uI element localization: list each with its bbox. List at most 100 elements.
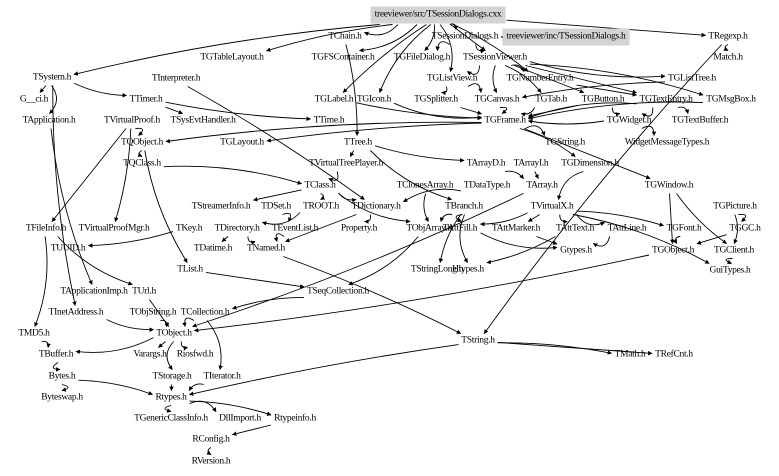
graph-node[interactable]: TVirtualX.h [530, 201, 574, 212]
graph-node[interactable]: TGFrame.h [484, 115, 526, 126]
graph-node[interactable]: TObjString.h [129, 307, 177, 318]
graph-node[interactable]: treeviewer/src/TSessionDialogs.cxx [370, 6, 506, 24]
graph-node[interactable]: TEventList.h [271, 223, 319, 234]
graph-node[interactable]: TString.h [461, 335, 495, 346]
graph-node[interactable]: TGDimension.h [561, 158, 619, 169]
graph-node[interactable]: TTime.h [313, 115, 345, 126]
graph-node[interactable]: TFileInfo.h [25, 223, 67, 234]
graph-node[interactable]: TGLayout.h [220, 137, 264, 148]
graph-node[interactable]: TBranch.h [445, 201, 483, 212]
graph-node[interactable]: RConfig.h [192, 434, 230, 445]
graph-node[interactable]: TGString.h [544, 137, 586, 148]
graph-node[interactable]: DllImport.h [219, 413, 261, 424]
graph-node[interactable]: TGWidget.h [606, 115, 652, 126]
graph-node[interactable]: TArrayD.h [466, 158, 506, 169]
graph-node[interactable]: Property.h [340, 223, 378, 234]
graph-node[interactable]: TAttLine.h [607, 223, 647, 234]
graph-node[interactable]: TUrl.h [132, 286, 156, 297]
graph-node[interactable]: RVersion.h [191, 456, 231, 467]
graph-node[interactable]: TStorage.h [152, 371, 192, 382]
graph-node[interactable]: TBuffer.h [38, 349, 74, 360]
graph-node[interactable]: TVirtualProof.h [104, 115, 160, 126]
graph-node[interactable]: TDSet.h [261, 201, 291, 212]
graph-node[interactable]: TGObject.h [651, 245, 695, 256]
graph-node[interactable]: TUUID.h [50, 243, 86, 254]
graph-node[interactable]: TGTextBuffer.h [671, 115, 729, 126]
graph-node[interactable]: Rtypeinfo.h [274, 413, 316, 424]
graph-node[interactable]: TGTab.h [535, 94, 567, 105]
graph-node[interactable]: TTimer.h [129, 94, 163, 105]
graph-node[interactable]: TAttFill.h [442, 223, 478, 234]
graph-node[interactable]: TVirtualProofMgr.h [78, 223, 150, 234]
graph-node[interactable]: TStringLong.h [410, 264, 464, 275]
graph-node[interactable]: TApplicationImp.h [60, 286, 128, 297]
graph-node[interactable]: GuiTypes.h [709, 265, 751, 276]
graph-node[interactable]: TGTextEntry.h [639, 94, 693, 105]
graph-node[interactable]: TChain.h [328, 31, 362, 42]
graph-node[interactable]: TGListView.h [426, 73, 478, 84]
graph-node[interactable]: TArrayI.h [513, 158, 549, 169]
graph-node[interactable]: WidgetMessageTypes.h [624, 137, 710, 148]
graph-node[interactable]: TApplication.h [22, 115, 76, 126]
graph-node[interactable]: TTree.h [344, 137, 372, 148]
graph-node[interactable]: TGPicture.h [713, 201, 757, 212]
graph-node[interactable]: TGWindow.h [644, 180, 694, 191]
graph-node[interactable]: TDatime.h [193, 243, 233, 254]
graph-node[interactable]: Match.h [713, 52, 743, 63]
graph-node[interactable]: TArray.h [526, 180, 558, 191]
graph-node[interactable]: Bytes.h [48, 371, 76, 382]
graph-node[interactable]: TGIcon.h [356, 94, 392, 105]
graph-node[interactable]: TRefCnt.h [655, 349, 693, 360]
graph-node[interactable]: TNamed.h [247, 243, 285, 254]
graph-node[interactable]: TQObject.h [120, 137, 164, 148]
graph-node[interactable]: Rtypes.h [155, 392, 187, 403]
graph-node[interactable]: TInetAddress.h [48, 307, 104, 318]
graph-node[interactable]: TGMsgBox.h [706, 94, 756, 105]
graph-node[interactable]: Gtypes.h [560, 245, 592, 256]
graph-node[interactable]: TList.h [177, 264, 203, 275]
graph-node[interactable]: TMath.h [614, 349, 646, 360]
graph-node[interactable]: TGClient.h [713, 245, 755, 256]
graph-node[interactable]: TClass.h [304, 180, 336, 191]
graph-node[interactable]: Byteswap.h [41, 392, 83, 403]
graph-node[interactable]: TDictionary.h [351, 201, 401, 212]
graph-node[interactable]: TGenericClassInfo.h [134, 413, 208, 424]
graph-node[interactable]: TAttMarker.h [491, 223, 541, 234]
graph-node[interactable]: TSessionDialogs.h [431, 31, 499, 42]
graph-node[interactable]: TInterpreter.h [151, 73, 201, 84]
graph-node[interactable]: treeviewer/inc/TSessionDialogs.h [502, 28, 630, 46]
graph-node[interactable]: TDirectory.h [214, 223, 260, 234]
graph-node[interactable]: TSeqCollection.h [307, 286, 369, 297]
graph-node[interactable]: Htypes.h [452, 264, 484, 275]
graph-node[interactable]: TSessionViewer.h [462, 52, 528, 63]
graph-node[interactable]: TClonesArray.h [396, 180, 454, 191]
graph-node[interactable]: TIterator.h [203, 371, 241, 382]
graph-node[interactable]: TGNumberEntry.h [506, 73, 574, 84]
graph-node[interactable]: TSysEvtHandler.h [170, 115, 236, 126]
graph-node[interactable]: TROOT.h [303, 201, 339, 212]
graph-node[interactable]: TGCanvas.h [474, 94, 520, 105]
graph-node[interactable]: TGListTree.h [667, 73, 717, 84]
graph-node[interactable]: TGFSContainer.h [311, 52, 375, 63]
graph-node[interactable]: TGFileDialog.h [393, 52, 451, 63]
graph-node[interactable]: TQClass.h [123, 158, 161, 169]
graph-node[interactable]: TMD5.h [18, 328, 50, 339]
graph-node[interactable]: TGFont.h [666, 223, 702, 234]
graph-node[interactable]: G__ci.h [19, 94, 49, 105]
graph-node[interactable]: TRegexp.h [708, 31, 748, 42]
graph-node[interactable]: TGLabel.h [314, 94, 354, 105]
graph-node[interactable]: TGButton.h [581, 94, 625, 105]
graph-node[interactable]: Riosfwd.h [176, 349, 214, 360]
graph-node[interactable]: TDataType.h [463, 180, 511, 191]
graph-node[interactable]: TObject.h [156, 328, 192, 339]
graph-node[interactable]: TObjArray.h [406, 223, 452, 234]
graph-node[interactable]: TAttText.h [555, 223, 595, 234]
graph-node[interactable]: TSystem.h [32, 72, 72, 83]
graph-node[interactable]: TGSplitter.h [414, 94, 458, 105]
graph-node[interactable]: TGTableLayout.h [200, 52, 264, 63]
graph-node[interactable]: TKey.h [175, 223, 203, 234]
graph-node[interactable]: TStreamerInfo.h [191, 201, 251, 212]
graph-node[interactable]: Varargs.h [133, 349, 167, 360]
graph-node[interactable]: TVirtualTreePlayer.h [308, 158, 384, 169]
graph-node[interactable]: TGGC.h [729, 223, 761, 234]
